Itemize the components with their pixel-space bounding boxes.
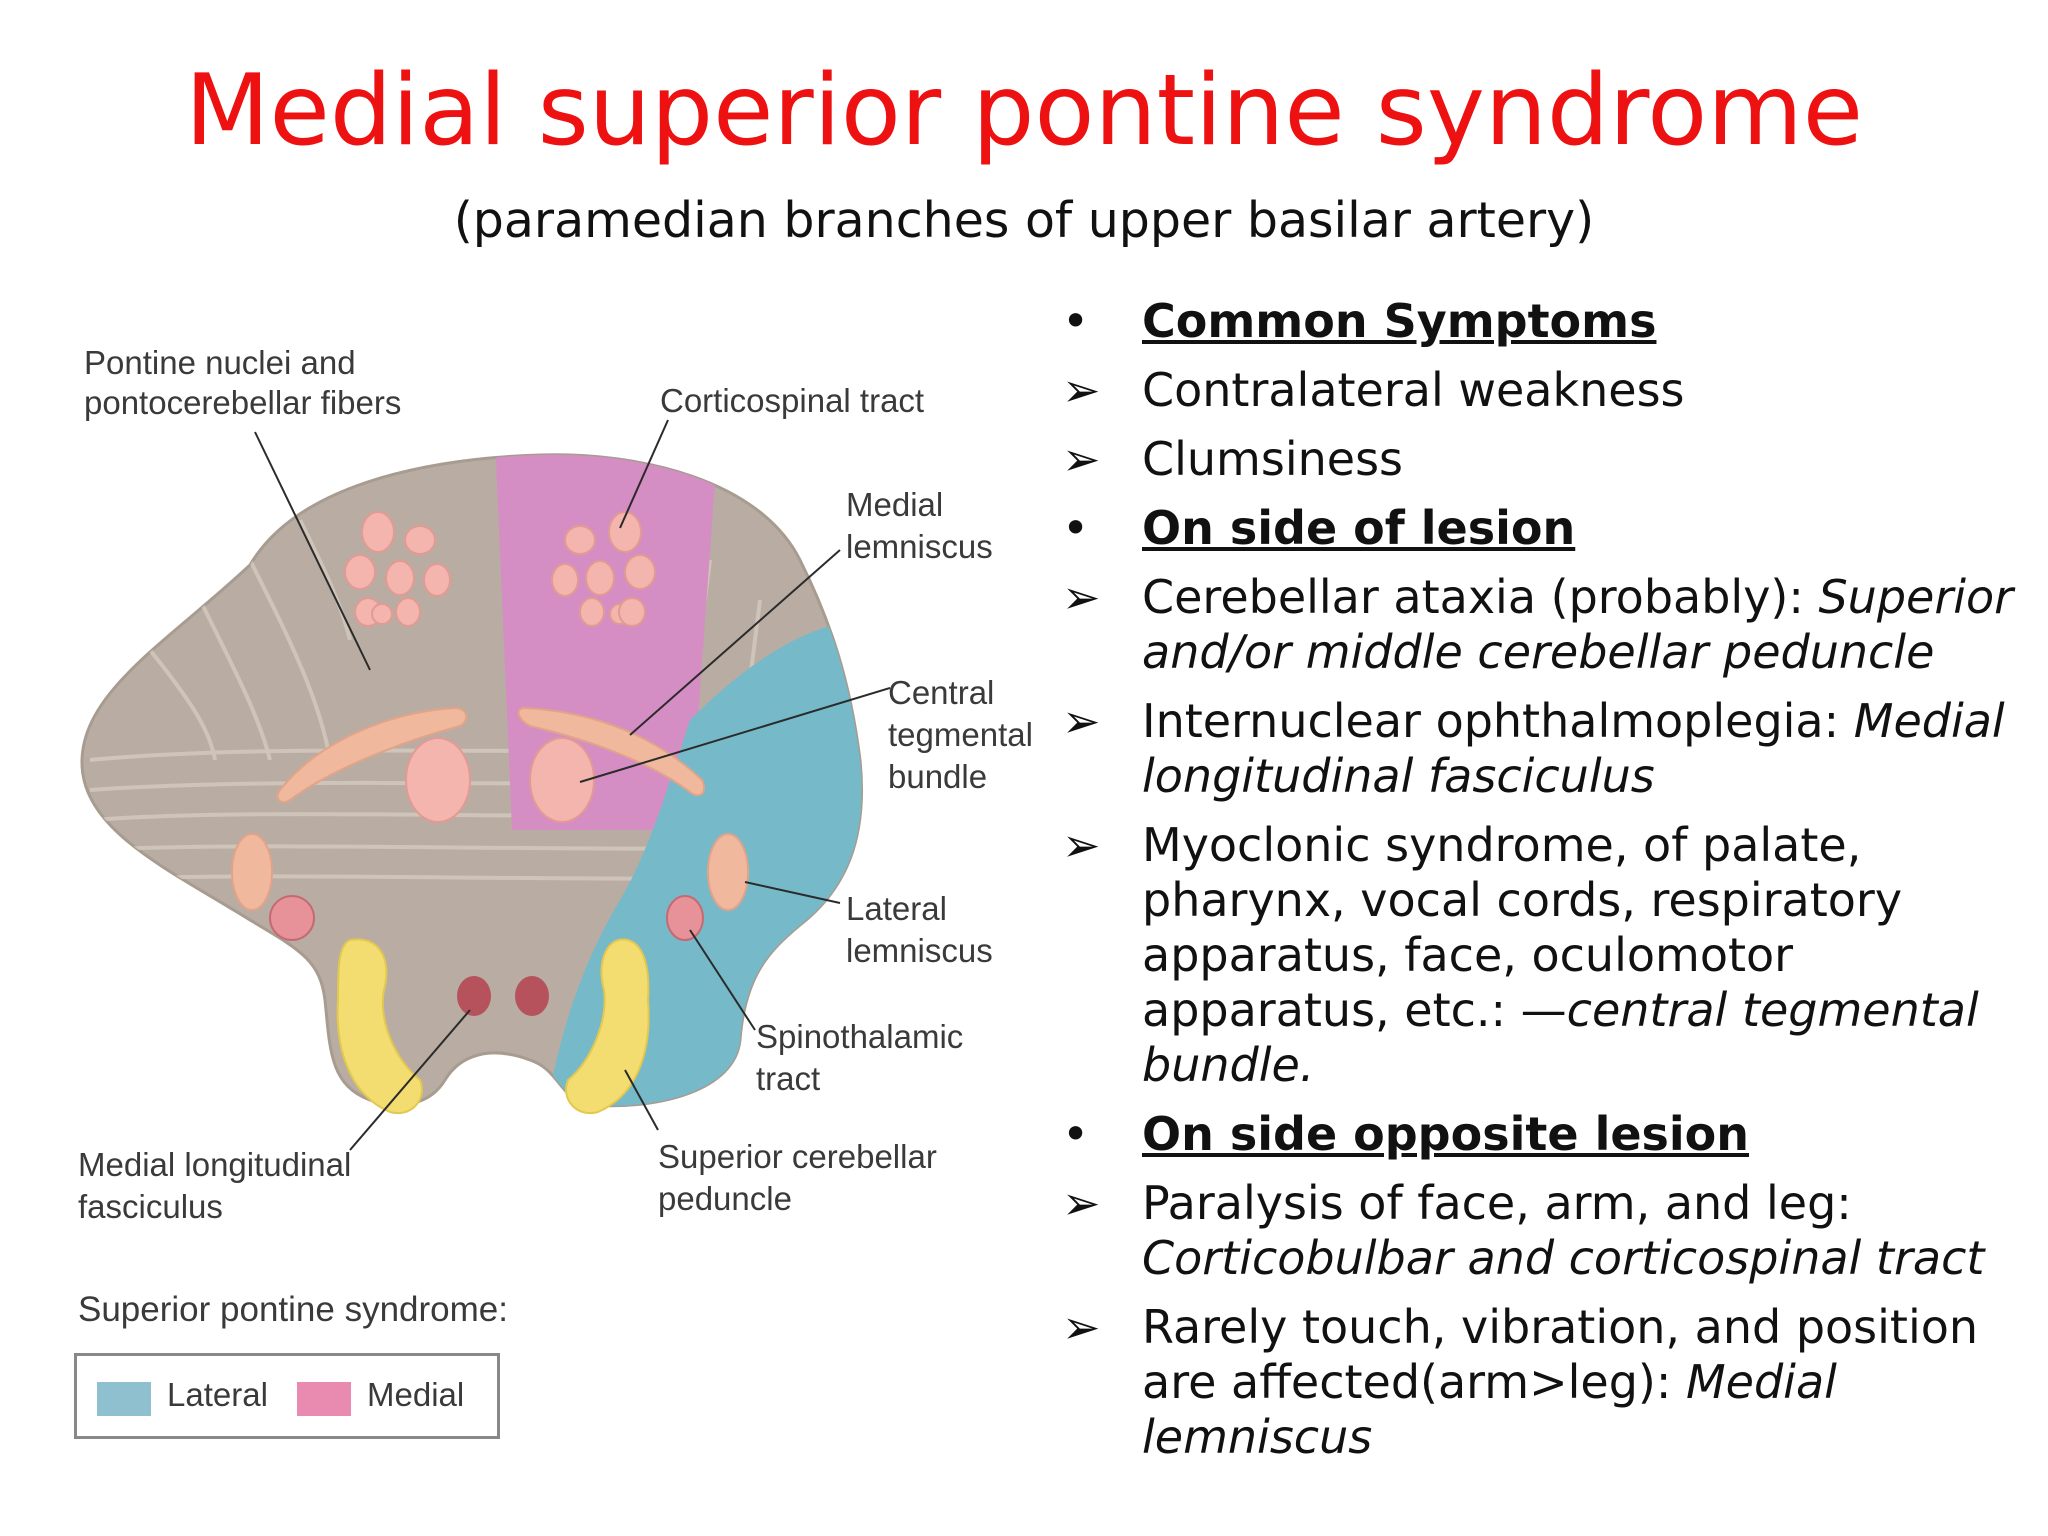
label-mlf-2: fasciculus: [78, 1188, 223, 1225]
spinothalamic-right: [666, 895, 704, 941]
arrow-bullet-icon: ➢: [1062, 1176, 1101, 1230]
bullet-icon: •: [1062, 501, 1090, 555]
list-item: ➢Rarely touch, vibration, and position a…: [1062, 1300, 1979, 1464]
label-pontine-nuclei: Pontine nuclei and: [84, 344, 356, 381]
label-spinothalamic-2: tract: [756, 1060, 820, 1097]
arrow-bullet-icon: ➢: [1062, 363, 1101, 417]
list-item: ➢Myoclonic syndrome, of palate, pharynx,…: [1062, 818, 1979, 1092]
label-pontocerebellar-fibers: pontocerebellar fibers: [84, 384, 401, 421]
label-lateral-lemniscus-2: lemniscus: [846, 932, 993, 969]
medial-region: [495, 454, 718, 830]
list-item: ➢Paralysis of face, arm, and leg: Cortic…: [1062, 1176, 1985, 1285]
pontine-nuclei-right: [551, 511, 656, 627]
diagram-labels: Pontine nuclei and pontocerebellar fiber…: [78, 344, 1033, 1225]
arrow-bullet-icon: ➢: [1062, 1300, 1101, 1354]
lateral-lemniscus-right: [707, 833, 749, 911]
label-medial-lemniscus-1: Medial: [846, 486, 943, 523]
medial-longitudinal-fasciculus-left: [457, 976, 491, 1016]
pons-cross-section-diagram: Pontine nuclei and pontocerebellar fiber…: [78, 344, 1033, 1225]
label-medial-lemniscus-2: lemniscus: [846, 528, 993, 565]
slide-subtitle: (paramedian branches of upper basilar ar…: [453, 192, 1595, 249]
label-lateral-lemniscus-1: Lateral: [846, 890, 947, 927]
list-item: ➢Contralateral weakness: [1062, 363, 1685, 417]
arrow-bullet-icon: ➢: [1062, 694, 1101, 748]
label-corticospinal-tract: Corticospinal tract: [660, 382, 924, 419]
pontine-nuclei-left: [344, 511, 451, 627]
superior-cerebellar-peduncle-left: [336, 938, 423, 1115]
list-item: ➢Cerebellar ataxia (probably): Superior …: [1062, 570, 2014, 679]
legend-label-medial: Medial: [367, 1376, 465, 1413]
central-tegmental-left: [405, 737, 471, 823]
arrow-bullet-icon: ➢: [1062, 432, 1101, 486]
list-heading: •Common Symptoms: [1062, 294, 1657, 348]
list-item: ➢Internuclear ophthalmoplegia: Medial lo…: [1062, 694, 2005, 803]
symptom-list: •Common Symptoms ➢Contralateral weakness…: [1062, 294, 2032, 1479]
label-spinothalamic-1: Spinothalamic: [756, 1018, 963, 1055]
label-mlf-1: Medial longitudinal: [78, 1146, 351, 1183]
label-scp-1: Superior cerebellar: [658, 1138, 937, 1175]
list-heading: •On side of lesion: [1062, 501, 1576, 555]
legend-swatch-medial: [297, 1382, 351, 1416]
leader-lines: [254, 419, 891, 1151]
legend-swatch-lateral: [97, 1382, 151, 1416]
central-tegmental-right: [529, 737, 595, 823]
bullet-icon: •: [1062, 1107, 1090, 1161]
arrow-bullet-icon: ➢: [1062, 570, 1101, 624]
legend-label-lateral: Lateral: [167, 1376, 268, 1413]
spinothalamic-left: [269, 895, 315, 941]
medial-longitudinal-fasciculus-right: [515, 976, 549, 1016]
legend: Lateral Medial: [74, 1353, 500, 1439]
medial-lemniscus-right: [517, 706, 706, 797]
medial-lemniscus-left: [276, 706, 468, 804]
label-central-tegmental-1: Central: [888, 674, 994, 711]
legend-title: Superior pontine syndrome:: [78, 1290, 508, 1329]
arrow-bullet-icon: ➢: [1062, 818, 1101, 872]
label-central-tegmental-2: tegmental: [888, 716, 1033, 753]
bullet-icon: •: [1062, 294, 1090, 348]
superior-cerebellar-peduncle-right: [565, 938, 650, 1115]
slide-title: Medial superior pontine syndrome: [184, 54, 1863, 168]
list-heading: •On side opposite lesion: [1062, 1107, 1750, 1161]
list-item: ➢Clumsiness: [1062, 432, 1403, 486]
label-scp-2: peduncle: [658, 1180, 792, 1217]
label-central-tegmental-3: bundle: [888, 758, 987, 795]
lateral-lemniscus-left: [231, 833, 273, 911]
